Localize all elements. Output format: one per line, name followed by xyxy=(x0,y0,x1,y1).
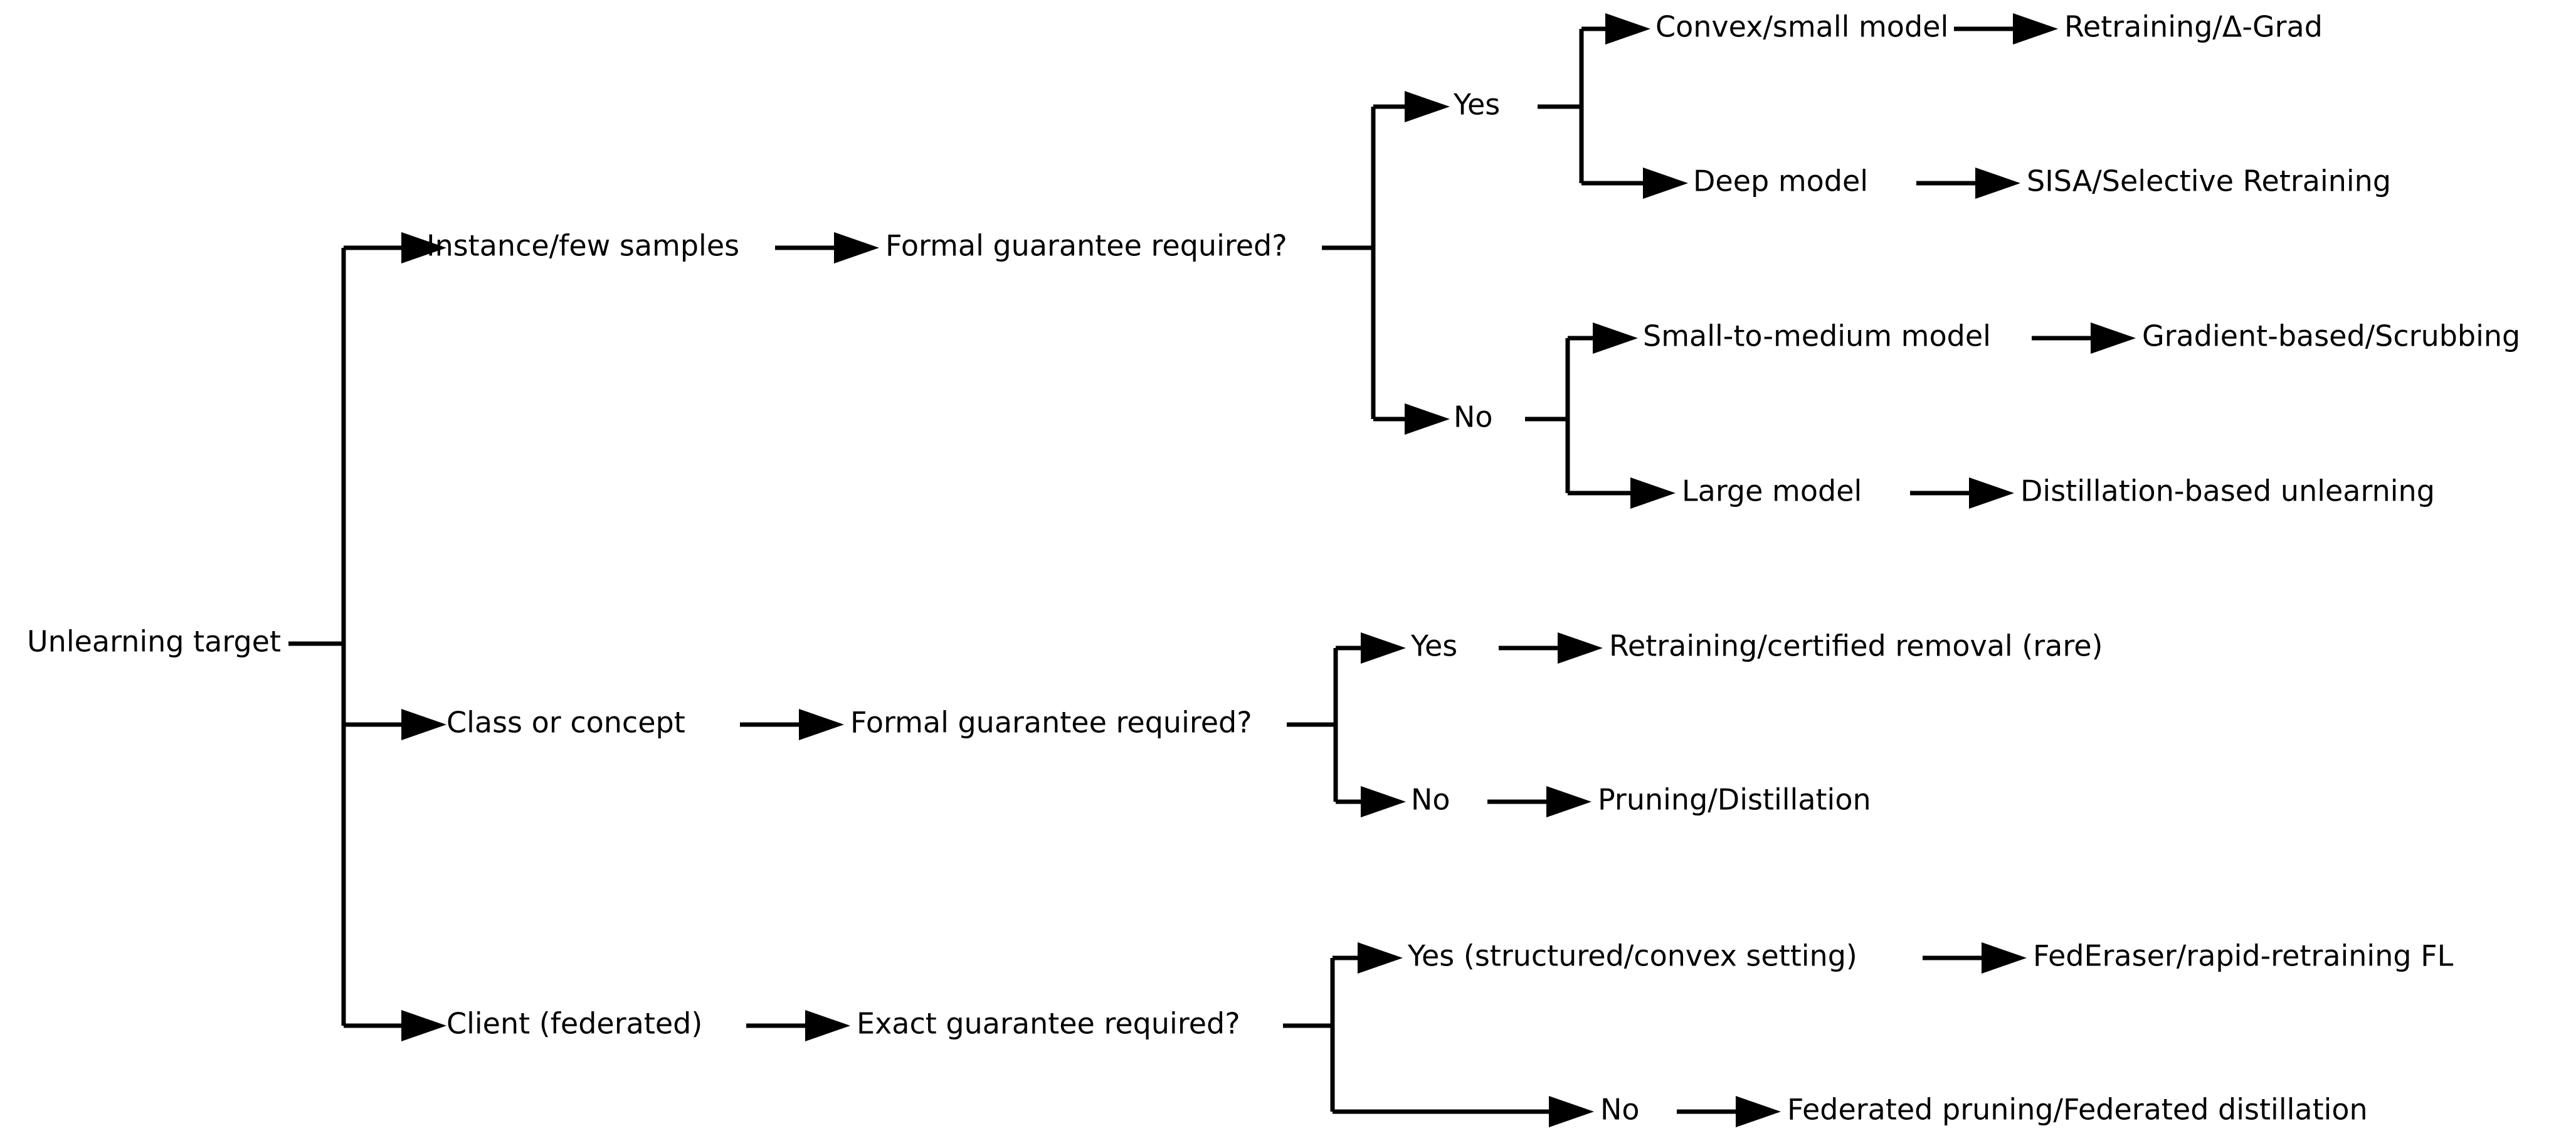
label-instance-yes: Yes xyxy=(1453,88,1500,122)
arrow-head-icon xyxy=(1630,477,1676,509)
edge-client-yes-to-method xyxy=(1923,942,2027,974)
branch-client-connector xyxy=(344,1010,446,1041)
edge-large-to-method xyxy=(1910,477,2014,509)
edge-instance-no xyxy=(1373,403,1450,435)
arrow-head-icon xyxy=(2091,322,2136,354)
node-large-model: Large model xyxy=(1682,474,1862,508)
arrow-head-icon xyxy=(1558,632,1603,664)
node-convex-small-model: Convex/small model xyxy=(1655,10,1948,44)
edge-client-no xyxy=(1333,1096,1594,1127)
arrow-head-icon xyxy=(401,232,446,263)
arrow-head-icon xyxy=(1549,1096,1594,1127)
label-client-no: No xyxy=(1600,1093,1640,1127)
arrow-head-icon xyxy=(805,1010,850,1041)
edge-deep-to-method xyxy=(1916,167,2020,199)
arrow-head-icon xyxy=(1405,91,1450,122)
edge-small-medium-to-method xyxy=(2032,322,2136,354)
arrow-head-icon xyxy=(1969,477,2014,509)
edge-class-yes-to-method xyxy=(1499,632,1603,664)
method-retraining-delta-grad: Retraining/Δ-Grad xyxy=(2064,10,2323,44)
arrow-head-icon xyxy=(1546,786,1592,817)
method-retraining-certified-removal: Retraining/certified removal (rare) xyxy=(1609,629,2103,663)
edge-class-to-question xyxy=(740,709,844,740)
arrow-head-icon xyxy=(1605,13,1650,45)
edge-class-yes xyxy=(1336,632,1406,664)
node-class-question: Formal guarantee required? xyxy=(850,706,1252,740)
edge-instance-yes xyxy=(1373,91,1450,122)
arrow-head-icon xyxy=(834,232,879,263)
root-label: Unlearning target xyxy=(27,625,281,659)
method-federaser-rapid-retraining-fl: FedEraser/rapid-retraining FL xyxy=(2033,939,2454,973)
edge-client-yes xyxy=(1333,942,1403,974)
method-sisa-selective-retraining: SISA/Selective Retraining xyxy=(2027,164,2391,198)
node-small-to-medium-model: Small-to-medium model xyxy=(1643,319,1991,353)
node-class-or-concept: Class or concept xyxy=(446,706,685,740)
label-instance-no: No xyxy=(1454,400,1493,434)
splitter-class xyxy=(1287,648,1338,802)
label-class-no: No xyxy=(1411,783,1450,817)
arrow-head-icon xyxy=(1736,1096,1781,1127)
arrow-head-icon xyxy=(1361,632,1406,664)
edge-instance-yes-deep xyxy=(1581,167,1688,199)
arrow-head-icon xyxy=(1975,167,2020,199)
label-client-yes: Yes (structured/convex setting) xyxy=(1407,939,1857,973)
arrow-head-icon xyxy=(1593,322,1638,354)
branch-instance-connector xyxy=(344,232,446,263)
method-pruning-distillation: Pruning/Distillation xyxy=(1598,783,1871,817)
node-instance-few-samples: Instance/few samples xyxy=(426,229,739,263)
edge-client-to-question xyxy=(746,1010,850,1041)
branch-class-connector xyxy=(344,709,446,740)
arrow-head-icon xyxy=(401,709,446,740)
arrow-head-icon xyxy=(401,1010,446,1041)
node-deep-model: Deep model xyxy=(1693,164,1868,198)
edge-instance-no-small-medium xyxy=(1568,322,1638,354)
splitter-instance xyxy=(1322,107,1376,419)
splitter-client xyxy=(1283,958,1335,1112)
arrow-head-icon xyxy=(1643,167,1688,199)
method-federated-pruning-distillation: Federated pruning/Federated distillation xyxy=(1787,1093,2368,1127)
arrow-head-icon xyxy=(1361,786,1406,817)
node-instance-question: Formal guarantee required? xyxy=(885,229,1287,263)
arrow-head-icon xyxy=(1405,403,1450,435)
method-gradient-based-scrubbing: Gradient-based/Scrubbing xyxy=(2142,319,2520,353)
arrow-head-icon xyxy=(2013,13,2058,45)
splitter-instance-no xyxy=(1525,338,1570,493)
edge-convex-to-method xyxy=(1954,13,2058,45)
edge-class-no-to-method xyxy=(1487,786,1592,817)
arrow-head-icon xyxy=(799,709,844,740)
edge-instance-no-large xyxy=(1568,477,1676,509)
label-class-yes: Yes xyxy=(1410,629,1457,663)
node-client-federated: Client (federated) xyxy=(446,1007,702,1041)
method-distillation-based-unlearning: Distillation-based unlearning xyxy=(2020,474,2435,508)
arrow-head-icon xyxy=(1982,942,2027,974)
node-client-question: Exact guarantee required? xyxy=(857,1007,1240,1041)
splitter-instance-yes xyxy=(1538,29,1584,183)
edge-instance-yes-convex xyxy=(1581,13,1650,45)
edge-instance-to-question xyxy=(775,232,879,263)
arrow-head-icon xyxy=(1358,942,1403,974)
edge-client-no-to-method xyxy=(1677,1096,1781,1127)
edge-class-no xyxy=(1336,786,1406,817)
